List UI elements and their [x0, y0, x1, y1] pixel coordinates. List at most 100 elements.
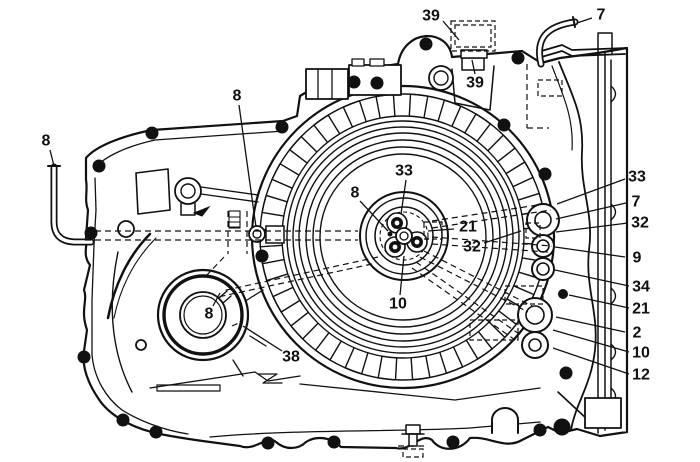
callout-leader-line — [568, 294, 630, 309]
converter-hub — [359, 191, 449, 281]
cooler-pipe-right-cap — [572, 16, 576, 28]
axle-opening — [156, 268, 250, 362]
callout-label-39: 39 — [466, 75, 484, 92]
callout-leader-line — [483, 230, 522, 244]
bolt-heads — [77, 37, 573, 450]
callout-label-7: 7 — [597, 7, 606, 24]
bolt-head — [538, 167, 552, 181]
opening-spokes — [232, 289, 267, 377]
callout-leader-line — [359, 200, 389, 232]
boss — [174, 177, 202, 205]
alignment-dashes — [85, 20, 563, 458]
drain-plug-body — [405, 424, 421, 435]
bolt-head — [446, 435, 460, 449]
dashed-guide-box — [537, 79, 563, 97]
pointer-wedge — [192, 205, 211, 217]
cooler-pipe-right-inner — [537, 20, 577, 66]
port-bore — [521, 331, 549, 359]
dashed-guide-line — [205, 256, 225, 277]
port-bore-inner — [528, 338, 542, 352]
bolt-head — [92, 159, 106, 173]
ring-tooth — [464, 113, 492, 142]
boss — [248, 225, 266, 243]
hub-bolt-hole — [392, 244, 398, 250]
mid-details — [192, 205, 285, 244]
case-wavy-edge — [558, 61, 597, 431]
callout-leader-line — [576, 17, 593, 24]
bolt-head — [149, 425, 163, 439]
mount-tab-2 — [369, 58, 385, 67]
callout-leader-line — [238, 104, 257, 228]
rib-strut-inner — [113, 237, 157, 319]
ring-tooth — [408, 93, 429, 118]
flange-arch — [491, 407, 519, 434]
callout-leader-line — [427, 228, 455, 232]
callout-label-33: 33 — [395, 163, 413, 180]
ring-circle — [305, 139, 501, 335]
port-bore — [526, 203, 560, 237]
foot-diagonal — [557, 391, 589, 421]
callout-label-2: 2 — [633, 325, 642, 342]
port-bore-inner — [536, 262, 550, 276]
dashed-guide-box — [504, 285, 544, 305]
ring-tooth — [288, 135, 318, 164]
callout-leader-line — [442, 20, 460, 41]
ladder-bracket — [228, 210, 241, 229]
dashed-guide-box — [402, 448, 424, 458]
callout-leader-line — [555, 202, 627, 220]
callout-leader-line — [552, 329, 630, 353]
bolt-head — [347, 75, 361, 89]
callout-leader-line — [49, 149, 55, 167]
port-bore-inner — [534, 211, 552, 229]
vent-tube-left-inner — [52, 165, 93, 244]
port-bores — [517, 203, 568, 359]
bosses — [117, 65, 454, 351]
ring-tooth — [261, 258, 289, 282]
ladder-rungs — [228, 216, 241, 228]
case-outline — [82, 34, 629, 450]
connector-pocket — [451, 65, 495, 111]
dashed-guide-line — [411, 267, 519, 343]
callout-leader-line — [242, 325, 283, 352]
callout-label-34: 34 — [632, 279, 650, 296]
boss — [428, 65, 454, 91]
drain-plug-stem — [408, 433, 418, 447]
callout-leader-line — [556, 178, 626, 205]
bolt-head — [419, 37, 433, 51]
callout-leader-line — [399, 255, 405, 296]
dashed-guide-box — [469, 319, 519, 341]
callout-label-10: 10 — [389, 296, 407, 313]
bolt-head — [275, 120, 289, 134]
hub-center-ring — [399, 231, 409, 241]
dashed-guide-box — [525, 222, 541, 239]
dashed-guide-line — [221, 256, 379, 292]
callout-label-9: 9 — [633, 250, 642, 267]
ring-tooth — [377, 356, 398, 381]
boss-inner — [433, 70, 449, 86]
bolt-head — [559, 366, 573, 380]
port-plug — [558, 289, 568, 299]
callout-label-8: 8 — [351, 185, 360, 202]
callout-label-21: 21 — [459, 219, 477, 236]
hub-center-hole — [395, 227, 413, 245]
callout-leader-line — [400, 179, 407, 215]
callout-leader-line — [552, 347, 630, 375]
callout-label-32: 32 — [463, 239, 481, 256]
callout-label-33: 33 — [628, 169, 646, 186]
ring-tooth — [439, 346, 464, 375]
dashed-guide-line — [217, 263, 373, 298]
bolt-head — [116, 413, 130, 427]
callout-leader-line — [554, 246, 626, 258]
sight-glass — [135, 168, 171, 215]
ring-tooth — [312, 114, 341, 143]
bolt-head — [261, 436, 275, 450]
ring-circle — [286, 120, 520, 354]
bolt-head — [387, 231, 393, 237]
mount-bracket — [305, 68, 349, 100]
callout-leader-line — [471, 59, 476, 75]
ring-tooth — [487, 134, 516, 163]
callout-leader-line — [555, 222, 629, 233]
boss-inner — [180, 183, 196, 199]
